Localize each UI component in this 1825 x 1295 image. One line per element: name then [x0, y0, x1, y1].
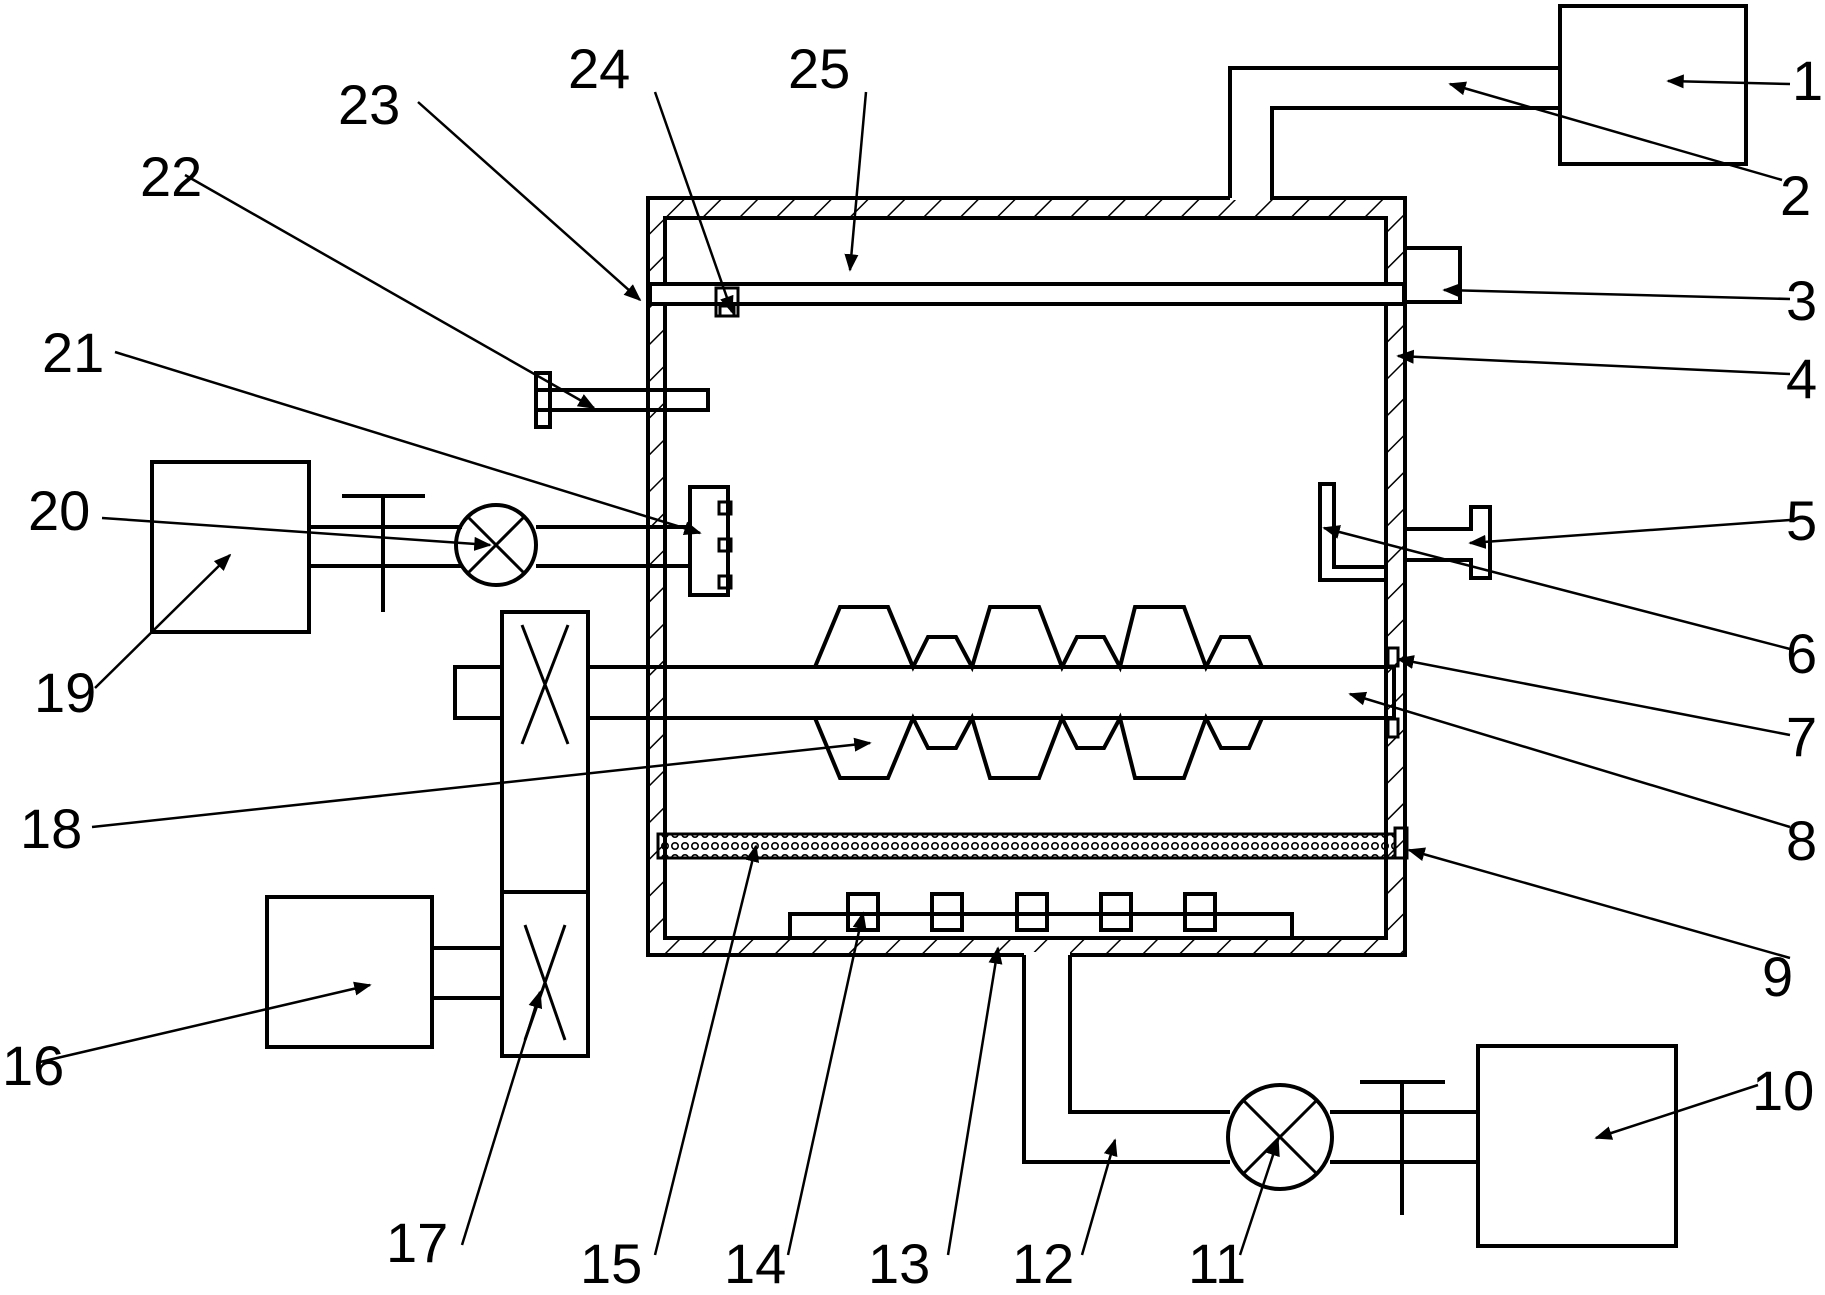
label-10: 10 — [1752, 1059, 1814, 1122]
label-13: 13 — [868, 1232, 930, 1295]
label-15: 15 — [580, 1232, 642, 1295]
bottom-tank-box — [1476, 1044, 1678, 1248]
leader-8 — [1348, 691, 1791, 829]
mesh-plate — [656, 832, 1397, 860]
label-3: 3 — [1786, 269, 1817, 332]
side-mount — [1403, 246, 1462, 304]
spray-head — [688, 485, 733, 597]
leader-17 — [460, 990, 543, 1246]
inlet-nozzle-body — [534, 371, 710, 429]
left-valve-stand — [342, 494, 425, 612]
heater-assembly — [788, 892, 1294, 938]
left-tank-box — [150, 460, 311, 634]
leader-10 — [1594, 1083, 1759, 1140]
label-12: 12 — [1012, 1232, 1074, 1295]
leader-lines — [39, 74, 1791, 1256]
leader-23 — [417, 101, 642, 302]
label-19: 19 — [34, 661, 96, 724]
label-14: 14 — [724, 1232, 786, 1295]
shaft-end — [453, 665, 504, 720]
leader-11 — [1238, 1138, 1280, 1256]
label-23: 23 — [338, 73, 400, 136]
label-20: 20 — [28, 479, 90, 542]
leader-24 — [653, 91, 734, 314]
leader-12 — [1080, 1138, 1118, 1256]
leader-13 — [946, 946, 1003, 1256]
label-9: 9 — [1762, 945, 1793, 1008]
label-25: 25 — [788, 37, 850, 100]
leader-9 — [1407, 847, 1791, 960]
leader-3 — [1442, 283, 1791, 301]
label-5: 5 — [1786, 489, 1817, 552]
bottom-valve-stand — [1360, 1080, 1445, 1215]
label-7: 7 — [1786, 705, 1817, 768]
leader-18 — [91, 737, 872, 829]
leader-21 — [114, 350, 702, 536]
label-18: 18 — [20, 797, 82, 860]
leader-5 — [1468, 518, 1791, 549]
label-17: 17 — [386, 1211, 448, 1274]
bearing-bottom — [1386, 717, 1400, 739]
label-1: 1 — [1792, 49, 1823, 112]
leader-7 — [1396, 655, 1791, 737]
mesh-plate-clip — [1393, 826, 1409, 860]
leader-25 — [844, 91, 868, 272]
bottom-valve — [1226, 1083, 1334, 1191]
gearbox — [500, 610, 590, 1058]
label-6: 6 — [1786, 622, 1817, 685]
leader-14 — [786, 911, 867, 1256]
label-8: 8 — [1786, 809, 1817, 872]
number-labels: 1 2 3 4 5 6 7 8 9 10 11 12 13 14 15 16 1… — [2, 37, 1823, 1295]
leader-4 — [1396, 349, 1791, 376]
top-pipe — [1228, 66, 1560, 200]
label-24: 24 — [568, 37, 630, 100]
top-unit-box — [1558, 4, 1748, 166]
leader-16 — [39, 981, 372, 1064]
label-4: 4 — [1786, 347, 1817, 410]
left-valve — [454, 503, 538, 587]
mount-bracket — [1318, 482, 1388, 582]
leader-19 — [94, 553, 232, 689]
leader-6 — [1322, 525, 1791, 651]
screw-blades — [813, 605, 1264, 780]
label-21: 21 — [42, 321, 104, 384]
bottom-pipe — [1022, 952, 1478, 1164]
chamber-inner-outline — [663, 216, 1388, 940]
motor-box — [265, 895, 434, 1049]
top-rail — [648, 282, 1406, 306]
leader-2 — [1448, 81, 1783, 182]
label-16: 16 — [2, 1034, 64, 1097]
label-11: 11 — [1188, 1232, 1246, 1295]
leader-1 — [1666, 74, 1791, 89]
leader-22 — [184, 173, 596, 410]
leader-20 — [101, 516, 492, 551]
label-2: 2 — [1780, 164, 1811, 227]
label-22: 22 — [140, 145, 202, 208]
stirring-shaft — [586, 665, 1396, 720]
leader-15 — [653, 844, 760, 1256]
